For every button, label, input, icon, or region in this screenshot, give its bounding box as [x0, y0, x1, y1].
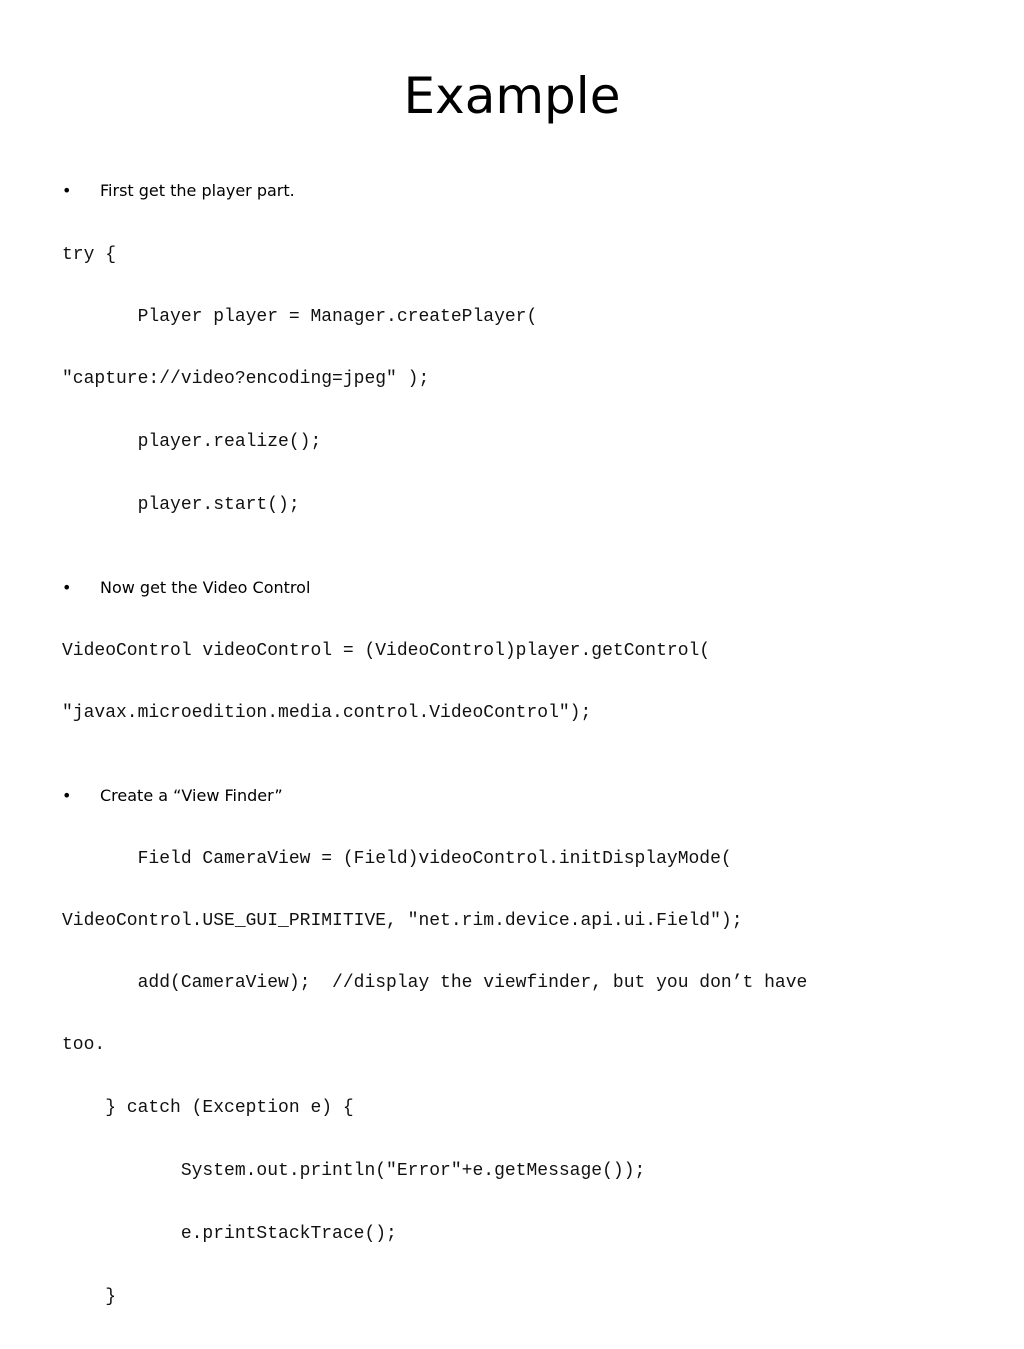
- code-line: "capture://video?encoding=jpeg" );: [62, 369, 430, 389]
- bullet-item: • Now get the Video Control: [62, 575, 962, 601]
- code-line: Player player = Manager.createPlayer(: [62, 307, 538, 327]
- code-line: too.: [62, 1035, 106, 1055]
- bullet-icon: •: [62, 578, 72, 597]
- code-block-video-control: VideoControl videoControl = (VideoContro…: [62, 601, 962, 765]
- bullet-icon: •: [62, 181, 72, 200]
- slide-title: Example: [403, 67, 621, 125]
- code-line: System.out.println("Error"+e.getMessage(…: [62, 1161, 646, 1181]
- code-line: "javax.microedition.media.control.VideoC…: [62, 703, 592, 723]
- bullet-text: First get the player part.: [100, 181, 295, 200]
- bullet-text: Now get the Video Control: [100, 578, 311, 597]
- slide-body: • First get the player part. try { Playe…: [62, 178, 962, 1349]
- bullet-item: • First get the player part.: [62, 178, 962, 204]
- code-line: Field CameraView = (Field)videoControl.i…: [62, 849, 732, 869]
- code-line: } catch (Exception e) {: [62, 1098, 354, 1118]
- bullet-text: Create a “View Finder”: [100, 786, 283, 805]
- code-line: VideoControl.USE_GUI_PRIMITIVE, "net.rim…: [62, 911, 743, 931]
- bullet-icon: •: [62, 786, 72, 805]
- code-line: player.realize();: [62, 432, 322, 452]
- code-line: add(CameraView); //display the viewfinde…: [62, 973, 808, 993]
- code-line: player.start();: [62, 495, 300, 515]
- code-line: }: [62, 1287, 117, 1307]
- bullet-item: • Create a “View Finder”: [62, 783, 962, 809]
- code-block-view-finder: Field CameraView = (Field)videoControl.i…: [62, 809, 962, 1349]
- code-line: e.printStackTrace();: [62, 1224, 397, 1244]
- code-line: try {: [62, 245, 117, 265]
- code-block-player: try { Player player = Manager.createPlay…: [62, 204, 962, 557]
- code-line: VideoControl videoControl = (VideoContro…: [62, 641, 711, 661]
- slide: Example • First get the player part. try…: [62, 67, 808, 1307]
